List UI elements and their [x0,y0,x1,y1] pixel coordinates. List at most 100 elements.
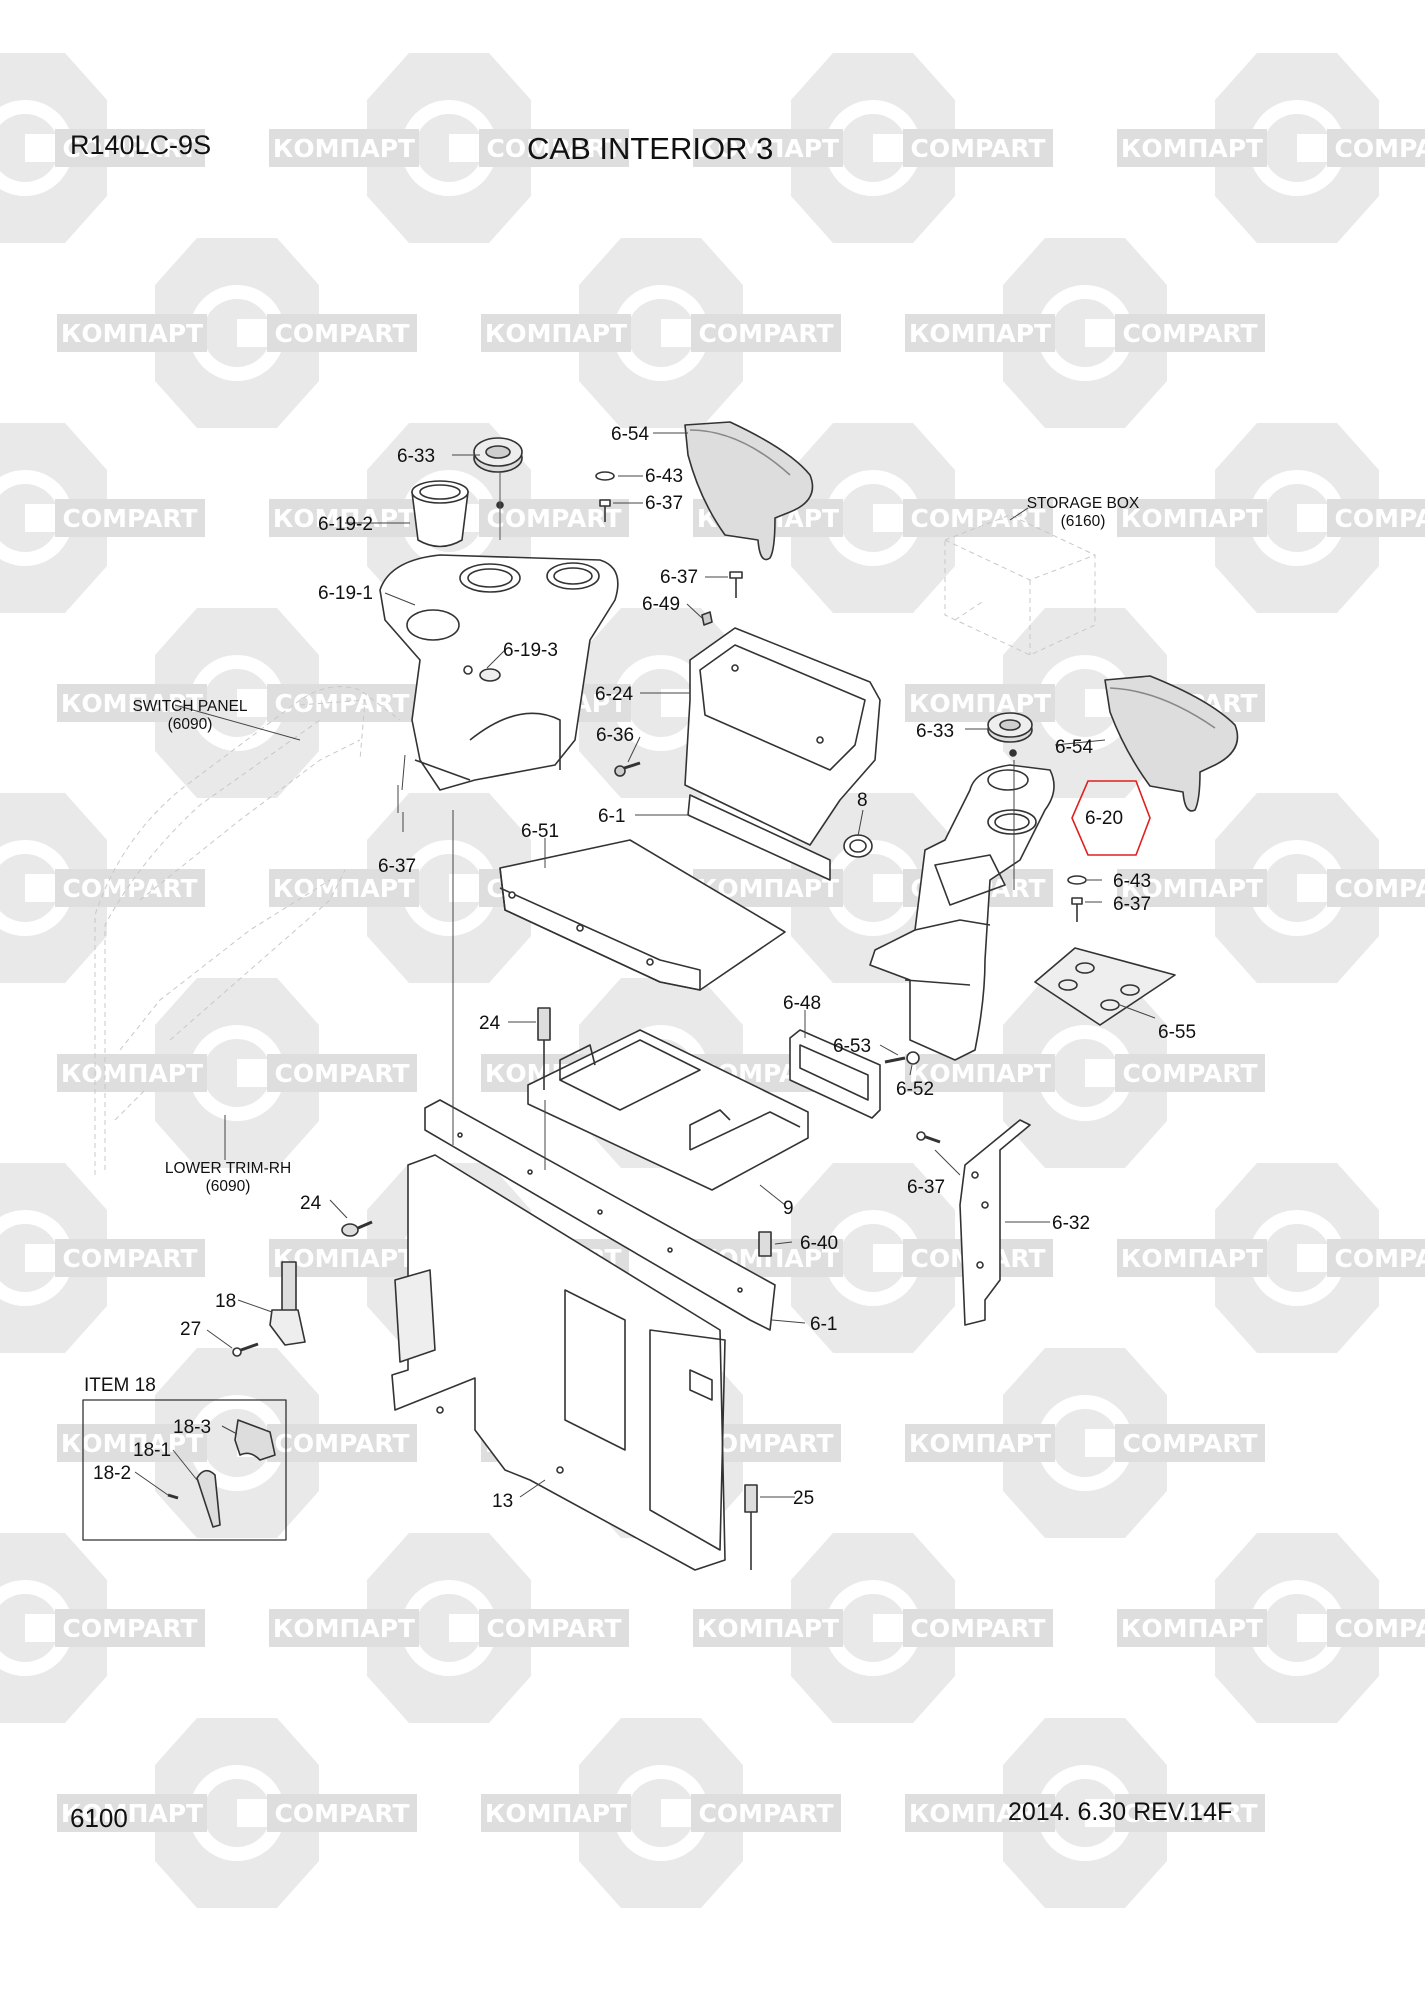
cap-6-33 [473,437,523,540]
watermark-text-latin: COMPART [910,504,1045,533]
watermark-text-latin: COMPART [62,874,197,903]
item-18-inset-frame [82,1399,287,1541]
watermark-text-latin: COMPART [274,1429,409,1458]
panel-6-48 [789,1029,881,1119]
watermark-tag: КОМПАРТ [481,1794,631,1832]
watermark-tag: КОМПАРТ [269,869,419,907]
part-label: 9 [783,1198,794,1219]
watermark-tag: КОМПАРТ [269,1609,419,1647]
part-label: 6-48 [783,993,821,1014]
watermark-text-latin: COMPART [486,504,621,533]
watermark-tag: КОМПАРТ [1117,129,1267,167]
watermark-text-cyrillic: КОМПАРТ [61,1429,203,1458]
knob-6-19-3 [479,668,501,682]
watermark-tag: COMPART [267,1794,417,1832]
watermark-text-latin: COMPART [698,319,833,348]
part-label: 6-37 [645,493,683,514]
watermark-tag: КОМПАРТ [905,1424,1055,1462]
center-bracket-6-24 [684,627,881,881]
watermark-tag: КОМПАРТ [57,1424,207,1462]
bolt-24-lower [341,1220,373,1237]
watermark-tag: КОМПАРТ [905,684,1055,722]
watermark-text-cyrillic: КОМПАРТ [61,1059,203,1088]
screw-6-53-6-52 [884,1051,920,1065]
watermark-tag: COMPART [903,129,1053,167]
watermark-tag: COMPART [55,869,205,907]
part-label: 6-20 [1085,808,1123,829]
leader-lines [134,432,1156,1498]
watermark-tag: COMPART [1115,1054,1265,1092]
watermark-tag: COMPART [55,499,205,537]
watermark-text-latin: COMPART [486,134,621,163]
inset-title: ITEM 18 [84,1375,156,1396]
watermark-text-latin: COMPART [910,1614,1045,1643]
cab-frame-outline [94,686,401,1175]
tray-6-51 [499,839,786,991]
sheet-number: 6100 [70,1803,128,1833]
watermark-text-latin: COMPART [274,1059,409,1088]
watermark-tag: КОМПАРТ [57,1794,207,1832]
part-label: 13 [492,1491,513,1512]
watermark-tag: КОМПАРТ [1117,869,1267,907]
part-label: 6-19-3 [503,640,558,661]
watermark-tag: КОМПАРТ [1117,1239,1267,1277]
watermark-text-latin: COMPART [1122,1799,1257,1828]
part-label: 8 [857,790,868,811]
parts-layer [82,421,1239,1571]
part-label: 6-36 [596,725,634,746]
part-label: 6-43 [645,466,683,487]
lower-trim-ref: (6090) [206,1178,251,1195]
part-label: 27 [180,1319,201,1340]
part-label: 24 [479,1013,501,1034]
part-label: 18 [215,1291,236,1312]
part-label: 18-3 [173,1417,211,1438]
part-label: 6-54 [1055,737,1093,758]
watermark-tag: COMPART [267,1054,417,1092]
switch-panel-ref: (6090) [168,716,213,733]
fasteners-right [1067,875,1087,922]
part-label: 6-37 [660,567,698,588]
part-label: 18-1 [133,1440,171,1461]
watermark-tag: COMPART [1115,1424,1265,1462]
part-label: 6-49 [642,594,680,615]
watermark-text-latin: COMPART [1122,1429,1257,1458]
watermark-tag: COMPART [691,1794,841,1832]
watermark-tag: COMPART [479,129,629,167]
part-label: 6-53 [833,1036,871,1057]
armrest-6-54-top [684,421,814,561]
watermark-text-latin: COMPART [62,134,197,163]
screw-6-36 [614,761,641,777]
watermark-text-cyrillic: КОМПАРТ [909,1059,1051,1088]
part-label: 6-43 [1113,871,1151,892]
part-label: 18-2 [93,1463,131,1484]
plate-6-1-lower [424,1099,776,1331]
watermark-text-cyrillic: КОМПАРТ [1121,1614,1263,1643]
watermark-text-cyrillic: КОМПАРТ [909,1429,1051,1458]
watermark-tag: КОМПАРТ [905,1054,1055,1092]
watermark-tag: COMPART [1327,129,1425,167]
storage-box-outline [944,514,1096,656]
watermark-text-cyrillic: КОМПАРТ [61,319,203,348]
reference-labels: STORAGE BOX (6160) SWITCH PANEL (6090) L… [132,495,1139,1195]
item-18-inset-parts [167,1419,276,1528]
watermark-tag: КОМПАРТ [269,499,419,537]
watermark-tag: COMPART [55,129,205,167]
watermark-text-cyrillic: КОМПАРТ [697,134,839,163]
watermark-text-latin: COMPART [1334,1244,1425,1273]
watermark-text-cyrillic: КОМПАРТ [273,504,415,533]
watermark-text-latin: COMPART [1122,319,1257,348]
watermark-text-latin: COMPART [1334,134,1425,163]
part-label: 25 [793,1488,814,1509]
part-label: 6-33 [397,446,435,467]
page-title: CAB INTERIOR 3 [527,131,774,166]
watermark-tag: COMPART [1327,1239,1425,1277]
bolt-6-40 [758,1231,772,1257]
bolt-27 [232,1342,259,1357]
watermark-tag: COMPART [1327,869,1425,907]
watermark-tag: КОМПАРТ [693,1609,843,1647]
screw-6-37-lower [916,1131,941,1144]
part-label: 6-51 [521,821,559,842]
part-label: 6-33 [916,721,954,742]
watermark-tag: КОМПАРТ [905,314,1055,352]
watermark-text-cyrillic: КОМПАРТ [61,689,203,718]
